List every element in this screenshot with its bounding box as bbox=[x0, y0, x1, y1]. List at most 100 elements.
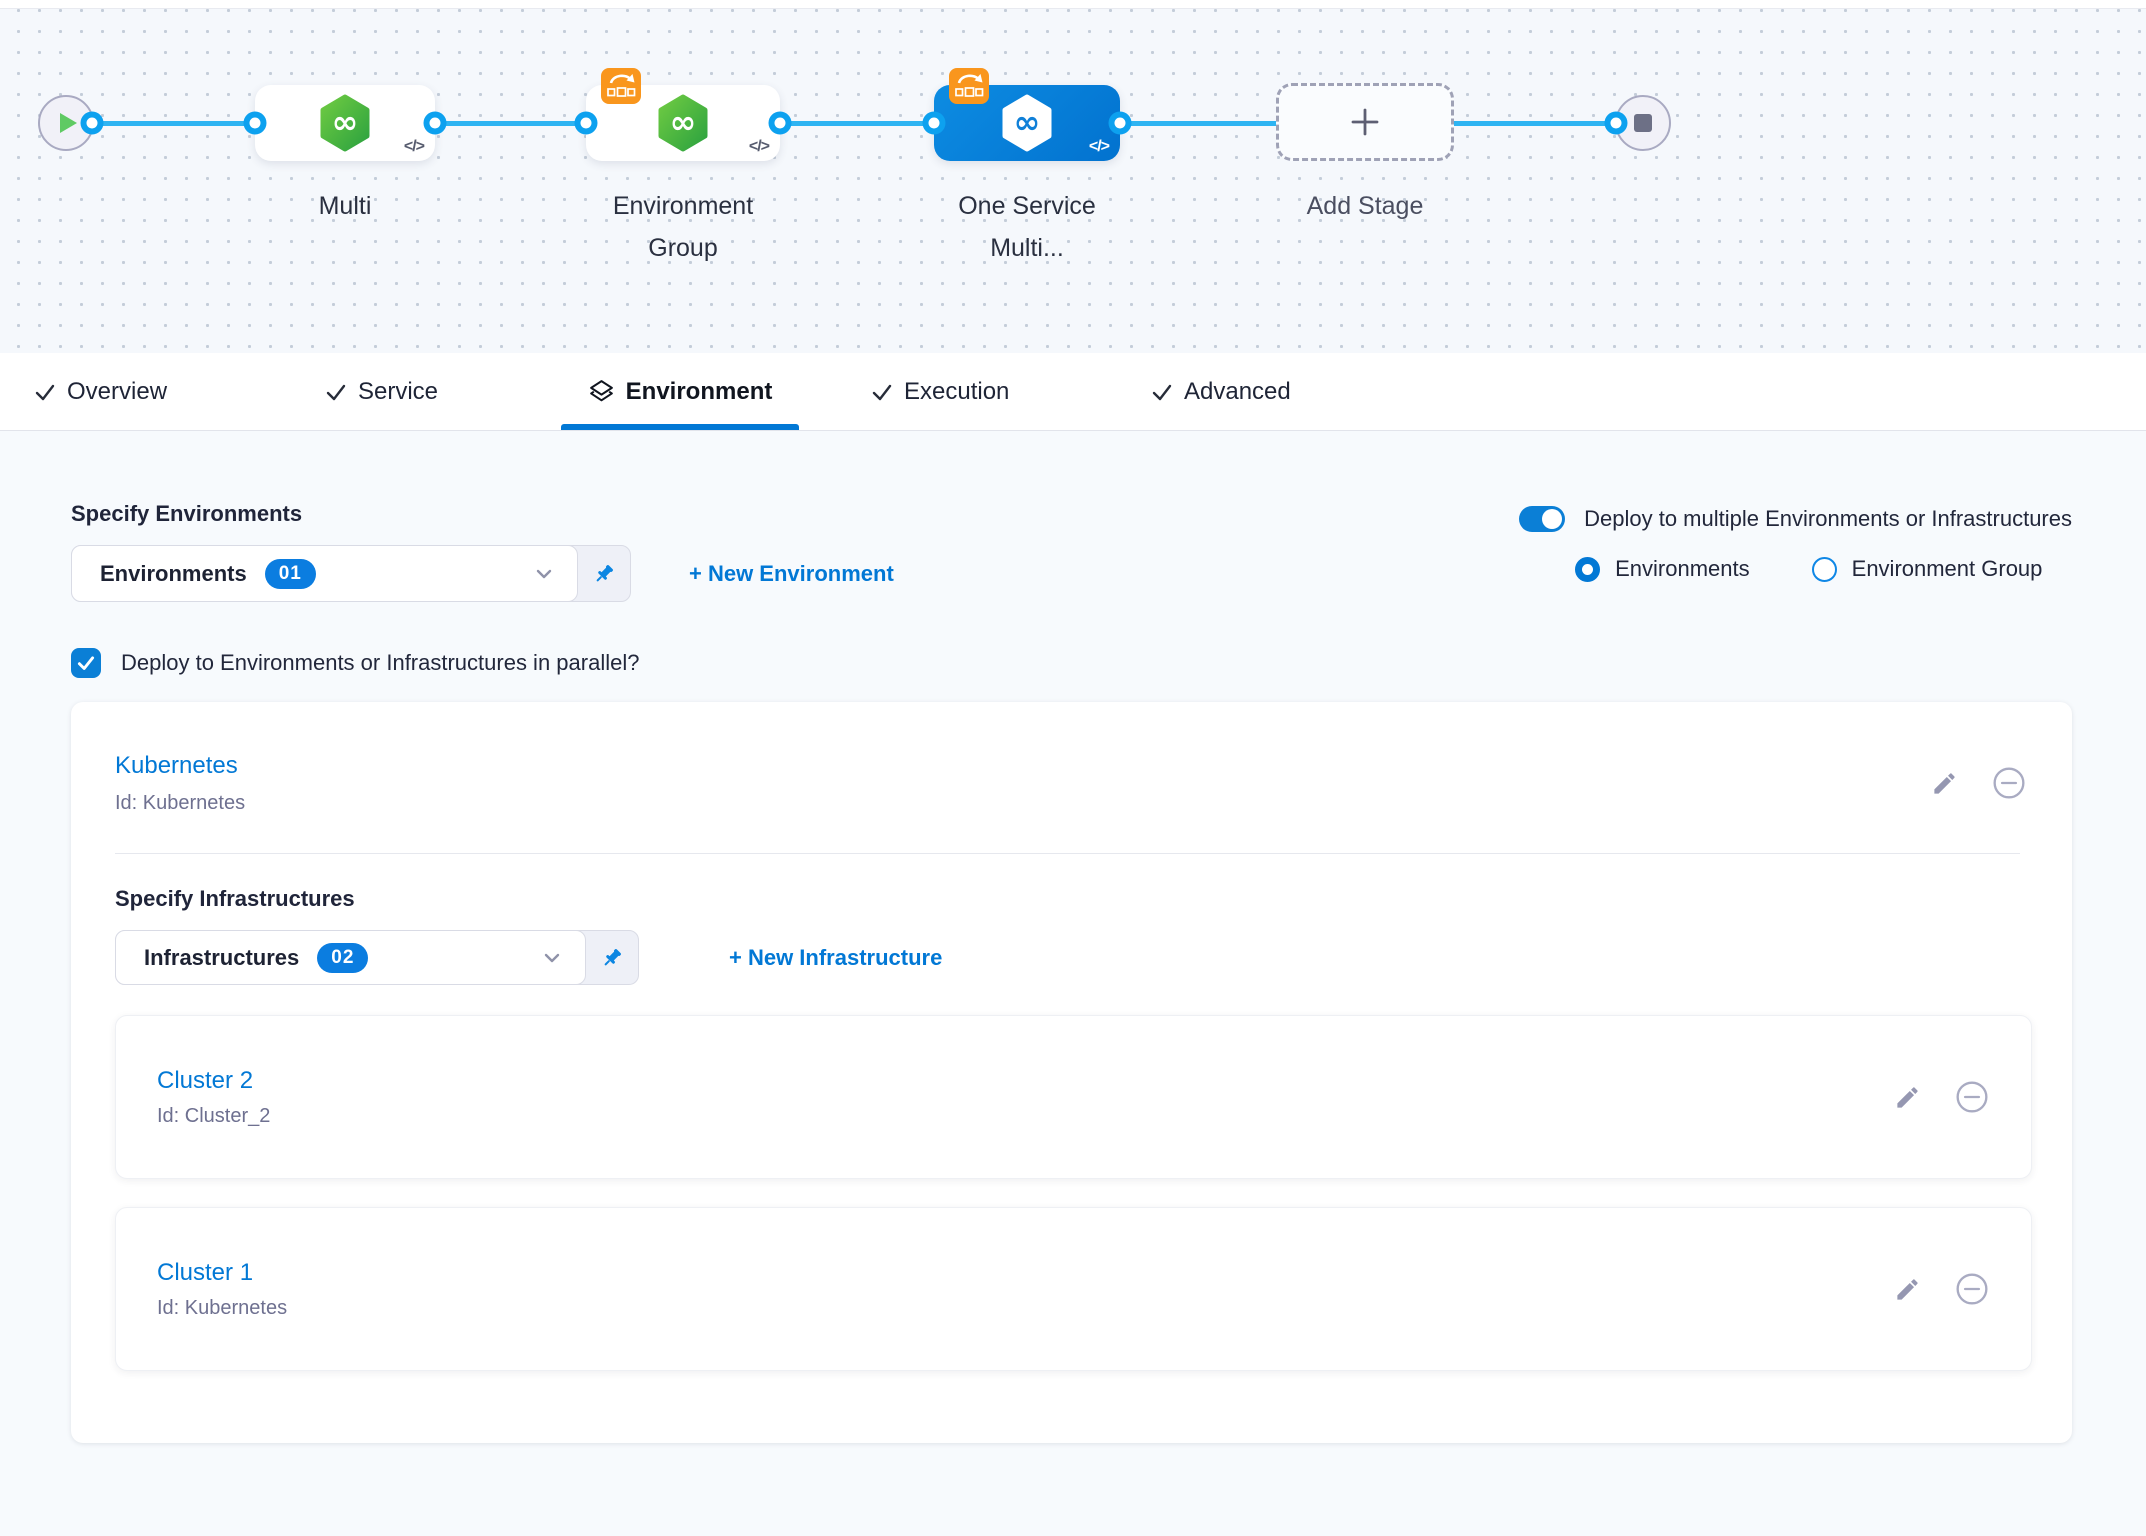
parallel-deploy-checkbox[interactable] bbox=[71, 648, 101, 678]
minus-circle-icon bbox=[1956, 1081, 1988, 1113]
code-icon[interactable]: </> bbox=[748, 138, 770, 155]
environment-tab-panel: Specify Environments Environments 01 bbox=[0, 431, 2146, 1536]
infrastructures-dropdown[interactable]: Infrastructures 02 bbox=[115, 930, 639, 985]
add-stage-label[interactable]: Add Stage bbox=[1306, 192, 1424, 220]
tab-label: Execution bbox=[904, 377, 1010, 405]
pin-icon bbox=[604, 948, 622, 965]
environment-card-kubernetes: Kubernetes Id: Kubernetes Specify Infras… bbox=[71, 702, 2072, 1443]
tab-label: Environment bbox=[625, 377, 773, 405]
stage-node-environment-group[interactable]: ∞ </> bbox=[586, 68, 780, 161]
toggle-knob bbox=[1542, 509, 1563, 529]
stage-label-environment-group[interactable]: Environment Group bbox=[612, 192, 754, 262]
connector-port[interactable] bbox=[574, 111, 598, 135]
card-divider bbox=[115, 853, 2020, 854]
chevron-down-icon[interactable] bbox=[531, 561, 557, 587]
window-top-strip bbox=[0, 0, 2146, 9]
deploy-multiple-toggle-label: Deploy to multiple Environments or Infra… bbox=[1584, 506, 2072, 531]
connector-port[interactable] bbox=[423, 111, 447, 135]
pencil-icon bbox=[1934, 772, 1955, 794]
infrastructure-id-text: Id: Kubernetes bbox=[157, 1296, 288, 1319]
check-icon bbox=[77, 656, 95, 670]
check-icon bbox=[1152, 384, 1172, 400]
radio-environment-group-label[interactable]: Environment Group bbox=[1851, 556, 2043, 581]
stop-icon bbox=[1634, 114, 1652, 132]
infrastructure-card-cluster-2: Cluster 2 Id: Cluster_2 bbox=[115, 1015, 2032, 1179]
tab-label: Advanced bbox=[1184, 377, 1291, 405]
deploy-multiple-toggle[interactable] bbox=[1519, 506, 1566, 532]
tab-service[interactable]: Service bbox=[325, 353, 438, 430]
remove-infrastructure-button[interactable] bbox=[1955, 1080, 1989, 1114]
edit-environment-button[interactable] bbox=[1931, 770, 1958, 797]
service-hexagon-icon: ∞ bbox=[1002, 94, 1052, 152]
stage-tabbar: Overview Service Environment Execution A… bbox=[0, 353, 2146, 431]
environment-id-text: Id: Kubernetes bbox=[115, 792, 246, 814]
code-icon[interactable]: </> bbox=[403, 138, 425, 155]
tab-label: Service bbox=[358, 377, 439, 405]
service-hexagon-icon: ∞ bbox=[658, 94, 708, 152]
plus-icon bbox=[1351, 108, 1379, 136]
environments-count-badge: 01 bbox=[264, 558, 316, 589]
check-icon bbox=[872, 384, 892, 400]
tab-advanced[interactable]: Advanced bbox=[1151, 353, 1291, 430]
environment-layers-icon bbox=[589, 380, 613, 402]
connector-port[interactable] bbox=[922, 111, 946, 135]
radio-environments-label[interactable]: Environments bbox=[1615, 556, 1750, 581]
multi-deploy-badge-icon bbox=[949, 68, 989, 104]
pencil-icon bbox=[1897, 1086, 1918, 1108]
minus-circle-icon bbox=[1993, 767, 2025, 799]
pipeline-start-node[interactable] bbox=[38, 95, 94, 151]
pin-fixed-type-button[interactable] bbox=[578, 546, 630, 601]
check-icon bbox=[35, 384, 55, 400]
stage-label-one-service-multi[interactable]: One Service Multi... bbox=[958, 192, 1096, 262]
environment-name-link[interactable]: Kubernetes bbox=[115, 752, 238, 779]
connector-port[interactable] bbox=[1108, 111, 1132, 135]
specify-infrastructures-heading: Specify Infrastructures bbox=[115, 886, 355, 911]
pipeline-connector-line bbox=[90, 121, 1615, 126]
minus-circle-icon bbox=[1956, 1273, 1988, 1305]
stage-node-one-service-multi[interactable]: ∞ </> bbox=[934, 68, 1120, 161]
tab-overview[interactable]: Overview bbox=[34, 353, 167, 430]
edit-infrastructure-button[interactable] bbox=[1894, 1084, 1921, 1111]
infrastructures-count-badge: 02 bbox=[317, 942, 369, 973]
code-icon[interactable]: </> bbox=[1088, 138, 1110, 155]
infrastructures-dropdown-value: Infrastructures bbox=[144, 944, 300, 970]
connector-port[interactable] bbox=[768, 111, 792, 135]
pin-fixed-type-button[interactable] bbox=[586, 931, 638, 984]
stage-label-multi[interactable]: Multi bbox=[318, 192, 372, 220]
svg-text:∞: ∞ bbox=[332, 103, 359, 141]
environments-dropdown-value: Environments bbox=[100, 560, 247, 586]
radio-unselected-icon bbox=[1811, 556, 1837, 582]
stage-node-multi[interactable]: ∞ </> bbox=[255, 85, 435, 161]
svg-text:∞: ∞ bbox=[1014, 103, 1041, 141]
chevron-down-icon[interactable] bbox=[539, 945, 565, 971]
radio-environment-group[interactable]: Environment Group bbox=[1811, 556, 2043, 582]
pipeline-canvas[interactable]: ∞ </> Multi ∞ </> Environment Group bbox=[0, 9, 2146, 353]
remove-environment-button[interactable] bbox=[1992, 766, 2026, 800]
infrastructure-id-text: Id: Cluster_2 bbox=[157, 1104, 271, 1127]
remove-infrastructure-button[interactable] bbox=[1955, 1272, 1989, 1306]
svg-text:∞: ∞ bbox=[670, 103, 697, 141]
connector-port[interactable] bbox=[1604, 111, 1628, 135]
check-icon bbox=[326, 384, 346, 400]
tab-environment[interactable]: Environment bbox=[561, 353, 799, 430]
radio-environments[interactable]: Environments bbox=[1575, 556, 1750, 582]
environments-dropdown[interactable]: Environments 01 bbox=[71, 545, 631, 602]
infrastructure-card-cluster-1: Cluster 1 Id: Kubernetes bbox=[115, 1207, 2032, 1371]
pin-icon bbox=[596, 564, 614, 581]
play-icon bbox=[60, 113, 77, 133]
infrastructure-name-link[interactable]: Cluster 1 bbox=[157, 1258, 254, 1286]
parallel-deploy-checkbox-label[interactable]: Deploy to Environments or Infrastructure… bbox=[121, 650, 640, 675]
new-infrastructure-link[interactable]: + New Infrastructure bbox=[729, 944, 943, 970]
new-environment-link[interactable]: + New Environment bbox=[689, 560, 894, 586]
specify-environments-heading: Specify Environments bbox=[71, 501, 303, 526]
add-stage-button[interactable] bbox=[1276, 83, 1454, 161]
connector-port[interactable] bbox=[243, 111, 267, 135]
edit-infrastructure-button[interactable] bbox=[1894, 1276, 1921, 1303]
service-hexagon-icon: ∞ bbox=[320, 94, 370, 152]
tab-execution[interactable]: Execution bbox=[871, 353, 1009, 430]
infrastructure-name-link[interactable]: Cluster 2 bbox=[157, 1066, 254, 1094]
active-tab-underline bbox=[561, 424, 799, 430]
pencil-icon bbox=[1897, 1278, 1918, 1300]
connector-port[interactable] bbox=[80, 111, 104, 135]
tab-label: Overview bbox=[67, 377, 168, 405]
